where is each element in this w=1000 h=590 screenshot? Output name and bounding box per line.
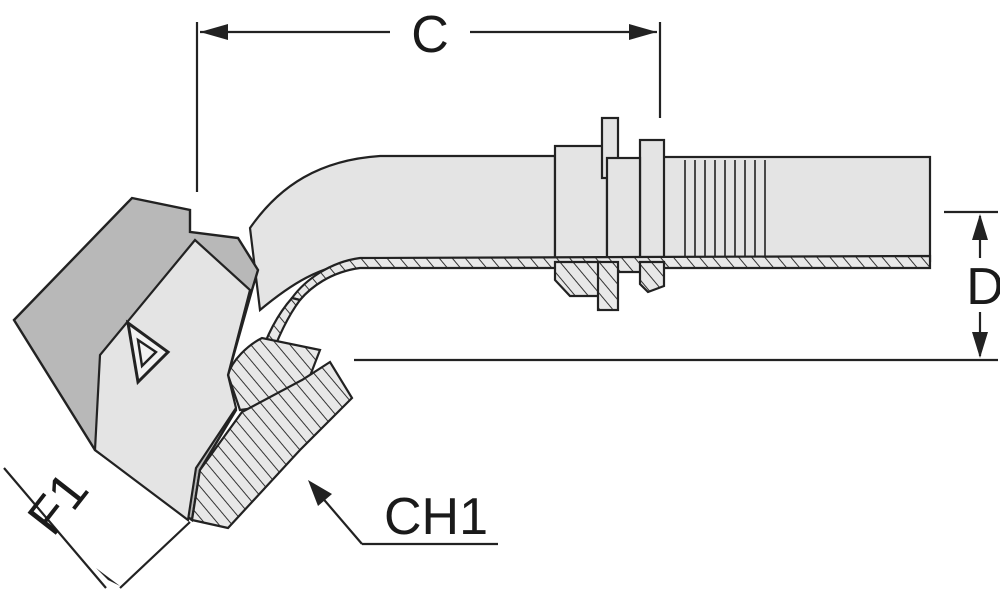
nut-front-flat xyxy=(93,238,252,522)
swivel-nut xyxy=(12,196,354,530)
brand-logo-icon xyxy=(125,319,171,386)
dim-f1-line xyxy=(3,467,107,589)
collar-gap xyxy=(605,156,642,264)
dim-f1-ext xyxy=(119,521,191,589)
collar-section-right xyxy=(638,260,666,294)
dim-d-arrow-bottom xyxy=(972,332,988,358)
dimension-ch1: CH1 xyxy=(308,480,498,546)
dim-c-arrow-left xyxy=(200,24,228,40)
tube-wall-section xyxy=(290,254,932,302)
tube-bend-upper xyxy=(248,154,557,313)
nut-section xyxy=(190,360,354,530)
dim-c-label: C xyxy=(411,6,449,64)
dim-f1-label: F1 xyxy=(17,462,100,546)
dim-f1-arrow xyxy=(96,568,120,586)
dim-c-arrow-right xyxy=(629,24,657,40)
dimension-d: D xyxy=(354,210,1000,362)
serrations xyxy=(684,160,766,258)
collar-right xyxy=(638,138,666,264)
collar-pin-section xyxy=(596,260,620,312)
tube-body xyxy=(248,116,932,313)
collar-left xyxy=(553,144,609,264)
dimension-c: C xyxy=(195,6,662,192)
collar-section-left xyxy=(553,260,602,298)
ch1-arrow xyxy=(308,480,332,506)
dim-d-label: D xyxy=(966,258,1000,316)
tube-straight xyxy=(658,155,932,263)
dim-d-arrow-top xyxy=(972,214,988,240)
ch1-label: CH1 xyxy=(384,488,488,546)
